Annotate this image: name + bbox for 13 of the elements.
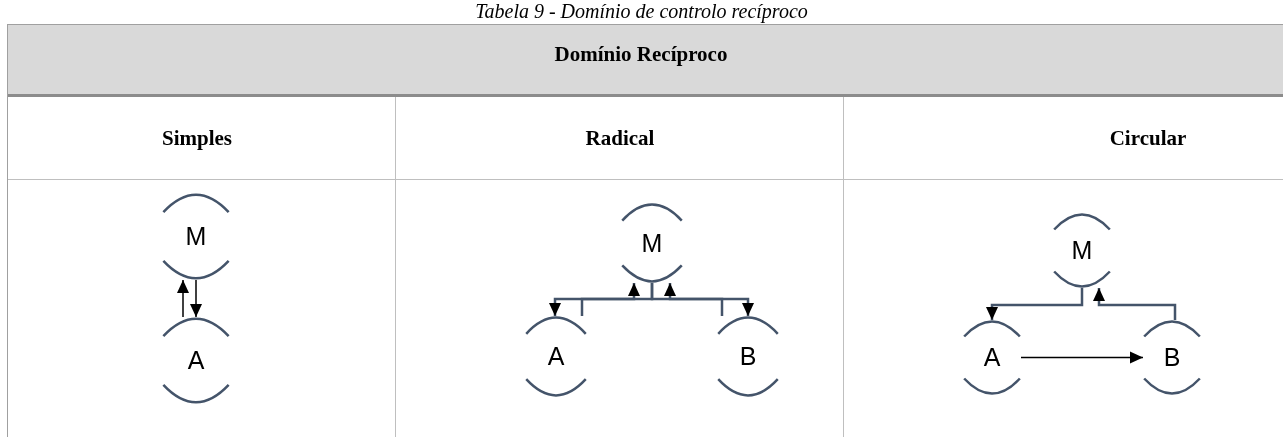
circle-node: A — [525, 316, 587, 397]
column-header: Simples — [162, 126, 232, 151]
table-title: Tabela 9 - Domínio de controlo recíproco — [474, 0, 809, 23]
circle-node: B — [1143, 320, 1201, 395]
circle-node: A — [162, 317, 230, 404]
circle-node: B — [717, 316, 779, 397]
circle-node: M — [162, 193, 230, 280]
column-header: Radical — [585, 126, 655, 151]
column-header: Circular — [1109, 126, 1187, 151]
circle-node: A — [963, 320, 1021, 395]
table-header: Domínio Recíproco — [554, 42, 728, 67]
circle-node: M — [1053, 213, 1111, 288]
circle-node: M — [621, 203, 683, 283]
